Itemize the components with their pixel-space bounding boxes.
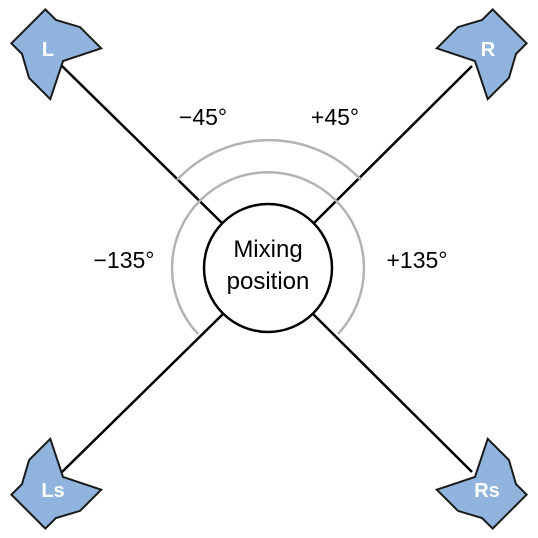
line-surround-right: [311, 312, 473, 473]
arc-surround: [170, 171, 366, 335]
speaker-front-right: [434, 7, 529, 102]
speaker-label-surround-left: Ls: [41, 480, 64, 502]
mixing-position-line1: Mixing: [233, 236, 302, 263]
arc-front: [176, 138, 362, 181]
angle-label-minus-135: −135°: [93, 247, 154, 273]
speaker-icon: [434, 7, 529, 102]
angle-label-plus-135: +135°: [386, 247, 447, 273]
angle-label-minus-45: −45°: [179, 104, 227, 130]
speaker-label-front-left: L: [42, 39, 54, 61]
mixing-position-line2: position: [227, 268, 310, 295]
speaker-label-surround-right: Rs: [474, 480, 500, 502]
line-front-right: [311, 65, 473, 226]
speaker-icon: [434, 436, 529, 531]
mixing-position-circle: [202, 202, 334, 334]
angle-label-plus-45: +45°: [311, 104, 359, 130]
speaker-icon: [9, 7, 104, 102]
line-front-left: [61, 65, 225, 226]
speaker-surround-right: [434, 436, 529, 531]
line-surround-left: [61, 312, 225, 473]
speaker-front-left: [9, 7, 104, 102]
speaker-surround-left: [9, 436, 104, 531]
speaker-icon: [9, 436, 104, 531]
speaker-label-front-right: R: [481, 39, 496, 61]
